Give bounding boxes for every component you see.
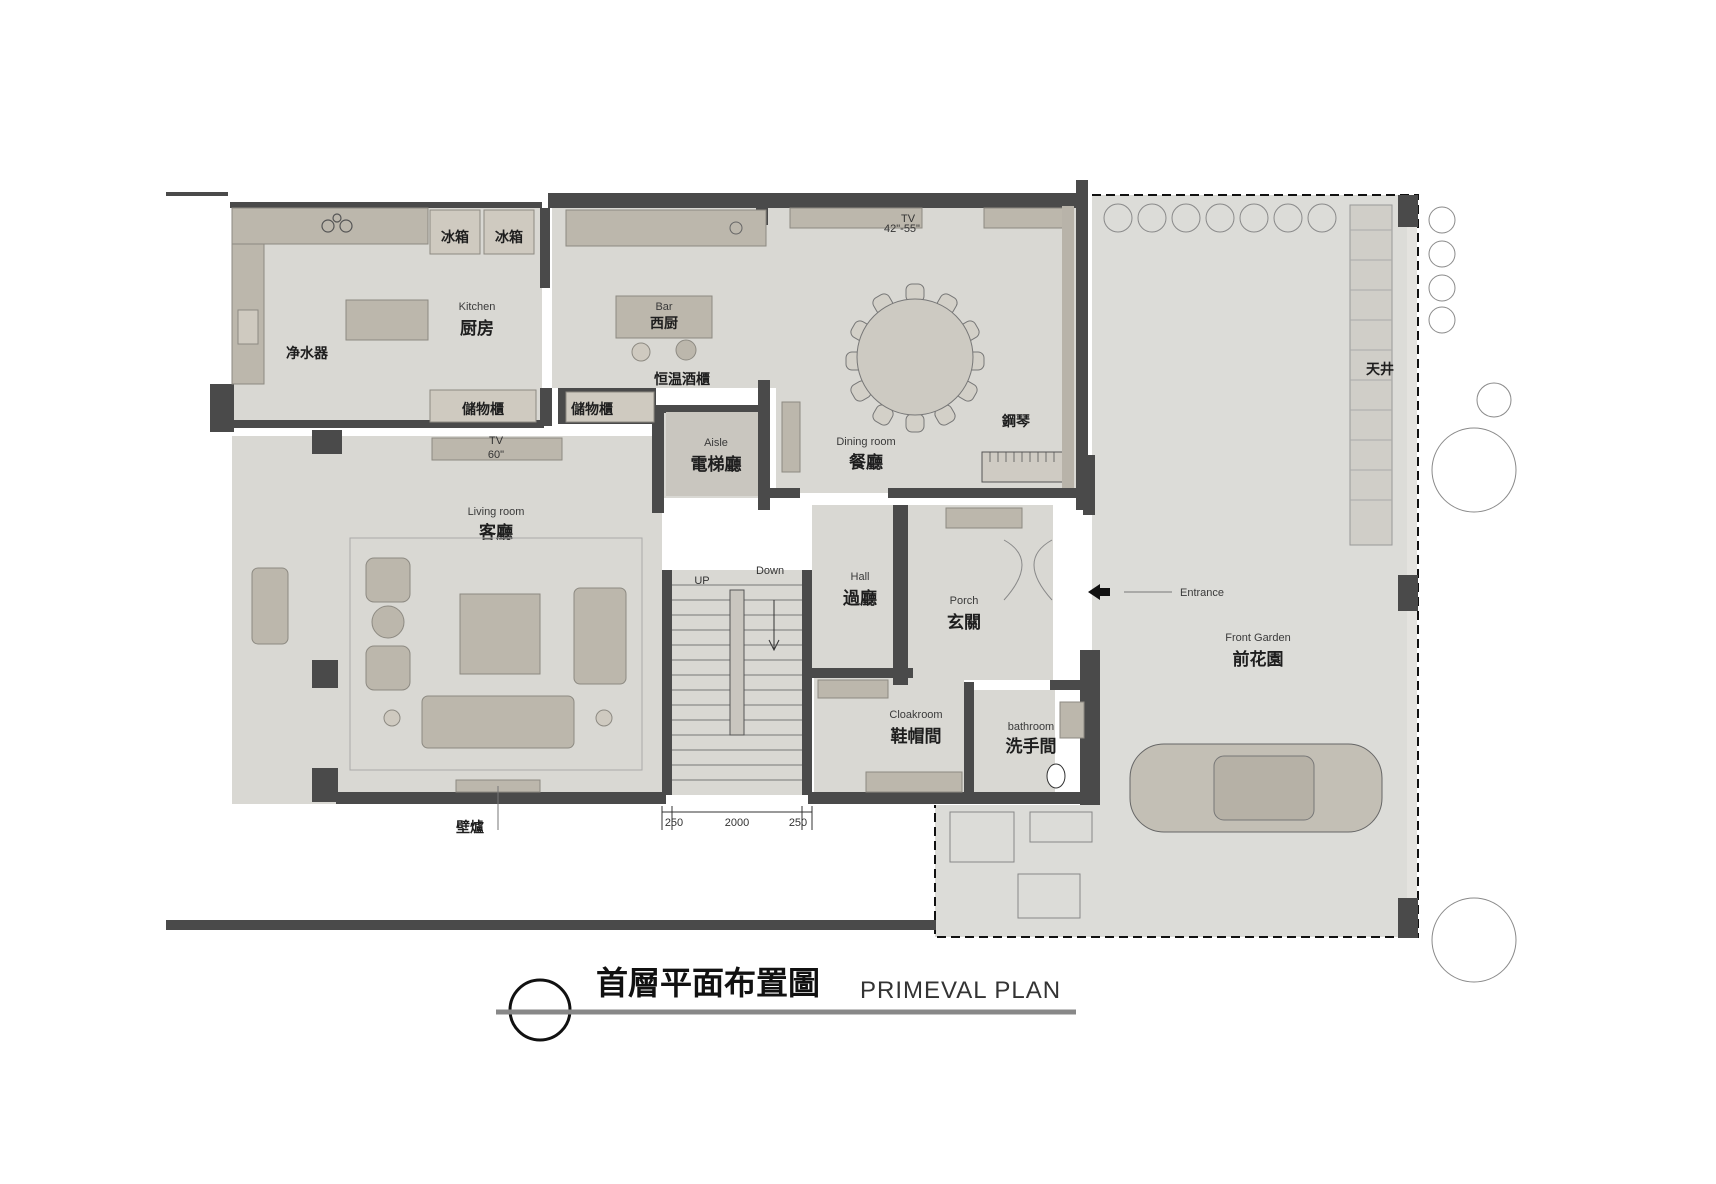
armchair-2 xyxy=(365,645,411,691)
hall-label-zh: 過廳 xyxy=(843,588,877,609)
bar-stool-2 xyxy=(675,339,697,361)
dining-label-en: Dining room xyxy=(836,436,895,448)
floor-lamp-right xyxy=(595,709,613,727)
piano-keys-icon xyxy=(989,452,1055,462)
cloakroom-label-en: Cloakroom xyxy=(889,709,942,721)
dining-tv-label: TV xyxy=(901,213,916,225)
bar-label-en: Bar xyxy=(655,301,672,313)
living-tv-cabinet xyxy=(431,437,563,461)
bathroom-floor xyxy=(970,690,1055,795)
coffee-table xyxy=(459,593,541,675)
aisle-label-en: Aisle xyxy=(704,437,728,449)
title-en: PRIMEVAL PLAN xyxy=(860,977,1061,1004)
side-table xyxy=(371,605,405,639)
entrance-arrow-icon xyxy=(1088,584,1110,600)
living-tv-label: TV xyxy=(489,435,504,447)
tree-large-icon xyxy=(1431,427,1517,513)
front-garden-label-zh: 前花園 xyxy=(1233,649,1284,670)
bar-counter xyxy=(565,209,767,247)
side-tree-icons xyxy=(1428,206,1456,334)
fridge-unit-1 xyxy=(429,209,481,255)
car-windshield xyxy=(1213,755,1315,821)
round-dining-table xyxy=(856,298,974,416)
kitchen-storage-cabinet xyxy=(429,389,537,423)
hall-floor xyxy=(812,505,908,675)
courtyard-label: 天井 xyxy=(1366,361,1394,378)
courtyard-planter xyxy=(1349,204,1393,546)
aisle-label-zh: 電梯廳 xyxy=(691,454,742,475)
bar-storage-cabinet xyxy=(565,391,655,423)
storage-2-label: 儲物櫃 xyxy=(570,401,613,418)
fireplace-label: 壁爐 xyxy=(456,819,484,836)
fridge-2-label: 冰箱 xyxy=(495,229,523,246)
porch-label-en: Porch xyxy=(950,595,979,607)
storage-1-label: 儲物櫃 xyxy=(461,401,504,418)
elevator-box xyxy=(666,412,758,496)
dining-label-zh: 餐廳 xyxy=(849,452,883,473)
entrance-label: Entrance xyxy=(1180,587,1224,599)
dining-tv-cabinet xyxy=(789,207,923,229)
courtyard-planter-hatch xyxy=(1350,229,1392,501)
fridge-unit-2 xyxy=(483,209,535,255)
tree-small-icon xyxy=(1476,382,1512,418)
dimension-3: 250 xyxy=(789,817,807,829)
cloakroom-label-zh: 鞋帽間 xyxy=(891,726,942,747)
courtyard-strip xyxy=(1407,195,1417,937)
dining-glass-partition xyxy=(1062,206,1074,488)
floor-lamp-left xyxy=(383,709,401,727)
tree-bottom-icon xyxy=(1431,897,1517,983)
piano xyxy=(981,451,1065,483)
water-purifier-label: 净水器 xyxy=(286,345,329,362)
bathroom-label-zh: 洗手間 xyxy=(1006,736,1057,757)
front-garden-label-en: Front Garden xyxy=(1225,632,1290,644)
vanity-sink xyxy=(1059,701,1085,739)
porch-label-zh: 玄關 xyxy=(947,612,981,633)
stair-up-label: UP xyxy=(694,575,709,587)
bar-stool-1 xyxy=(631,342,651,362)
dimension-line xyxy=(661,806,813,830)
piano-label: 鋼琴 xyxy=(1001,413,1031,430)
living-tv-size: 60" xyxy=(488,449,504,461)
living-rug xyxy=(349,537,643,771)
cooktop-burners-icon xyxy=(321,213,353,233)
loveseat xyxy=(573,587,627,685)
bathroom-label-en: bathroom xyxy=(1008,721,1054,733)
porch-floor xyxy=(908,505,1053,680)
sink-icon xyxy=(237,309,259,345)
fridge-1-label: 冰箱 xyxy=(441,229,469,246)
living-label-en: Living room xyxy=(468,506,525,518)
kitchen-island xyxy=(345,299,429,341)
kitchen-label-zh: 厨房 xyxy=(460,318,494,339)
wine-cabinet-label: 恒温酒櫃 xyxy=(654,371,710,388)
daybed xyxy=(251,567,289,645)
bar-island xyxy=(615,295,713,339)
dimension-2: 2000 xyxy=(725,817,749,829)
tree-row-icon xyxy=(1103,203,1337,233)
living-label-zh: 客廳 xyxy=(478,522,513,543)
entry-door-swing xyxy=(1003,539,1053,601)
garden-pavers xyxy=(949,811,1093,919)
three-seat-sofa xyxy=(421,695,575,749)
bar-sink-icon xyxy=(729,221,743,235)
armchair-1 xyxy=(365,557,411,603)
stair-arrow-icon xyxy=(768,600,780,652)
hall-label-en: Hall xyxy=(851,571,870,583)
dining-tv-size: 42"-55" xyxy=(884,223,920,235)
title-zh: 首層平面布置圖 xyxy=(596,964,820,1002)
cloak-cabinet-bottom xyxy=(865,771,963,793)
cloak-cabinet-top xyxy=(817,679,889,699)
toilet-icon xyxy=(1046,763,1066,789)
bar-label-zh: 西厨 xyxy=(650,316,678,332)
porch-bench xyxy=(945,507,1023,529)
stair-well xyxy=(729,589,745,736)
cooktop-counter xyxy=(231,207,429,245)
lower-porch-area xyxy=(935,805,1095,937)
dining-sideboard xyxy=(781,401,801,473)
dining-console xyxy=(983,207,1071,229)
kitchen-label-en: Kitchen xyxy=(459,301,496,313)
stair-down-label: Down xyxy=(756,565,784,577)
dimension-1: 250 xyxy=(665,817,683,829)
